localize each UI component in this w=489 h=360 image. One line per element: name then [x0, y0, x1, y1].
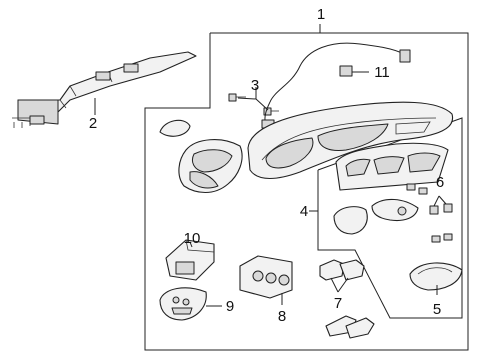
- callout-6: 6: [436, 174, 444, 191]
- callout-5: 5: [433, 301, 441, 318]
- assembly-frame: [144, 32, 469, 351]
- bulbs: [406, 183, 453, 243]
- leader-lines: [94, 24, 447, 307]
- callout-9: 9: [226, 298, 234, 315]
- lamp-lenses: [333, 198, 419, 235]
- callout-7: 7: [334, 295, 342, 312]
- part-1-overhead-console: [247, 101, 454, 180]
- callout-3: 3: [251, 77, 259, 94]
- part-2-bracket: [12, 51, 197, 128]
- callout-8: 8: [278, 308, 286, 325]
- callout-4: 4: [300, 203, 308, 220]
- part-4-lamp-housing: [335, 142, 449, 191]
- part-10-lamp: [165, 239, 215, 281]
- callout-11: 11: [374, 64, 390, 81]
- lens-cap: [159, 119, 191, 137]
- part-8-switch-panel: [239, 255, 293, 299]
- callout-2: 2: [89, 115, 97, 132]
- part-7-switches: [319, 259, 375, 339]
- console-housing: [178, 139, 243, 194]
- callout-1: 1: [317, 6, 325, 23]
- part-5-lens: [409, 262, 463, 291]
- part-9-bezel: [159, 287, 207, 321]
- part-3-screws: [228, 93, 279, 116]
- callout-10: 10: [184, 230, 201, 247]
- subassembly-frame: [317, 117, 463, 319]
